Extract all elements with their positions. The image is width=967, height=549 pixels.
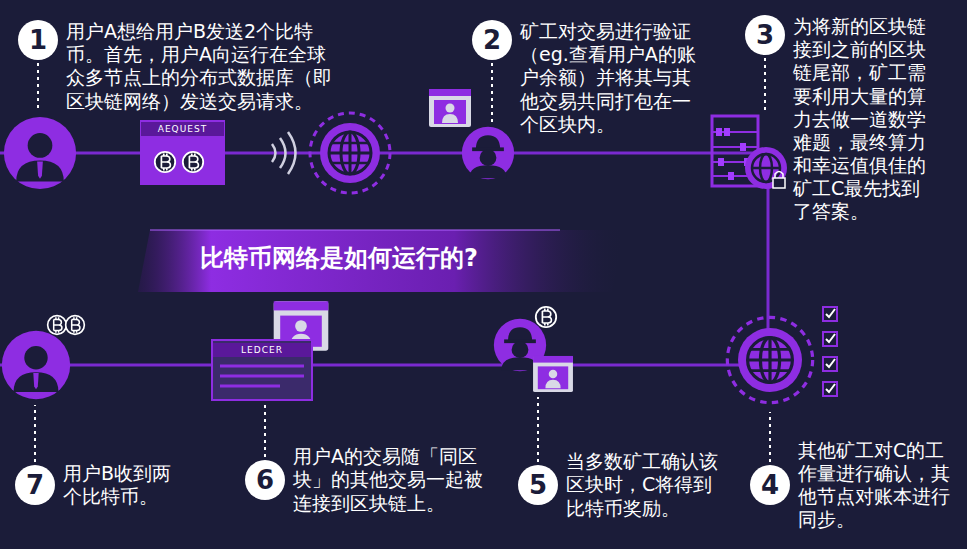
- callout-number: 7: [15, 465, 55, 505]
- miner-icon: [462, 127, 514, 179]
- step-item: 4其他矿工对C的工作量进行确认，其他节点对账本进行同步。: [750, 439, 950, 532]
- screen-card: [533, 356, 573, 392]
- check-mark: [823, 382, 837, 396]
- step-item: 3为将新的区块链接到之前的区块链尾部，矿工需要利用大量的算力去做一道数学难题，最…: [745, 15, 935, 224]
- title-band: [138, 230, 625, 292]
- step-text: 用户B收到两个比特币。: [63, 462, 185, 508]
- step-item: 6用户A的交易随「同区块」的其他交易一起被连接到区块链上。: [245, 445, 500, 515]
- signal-waves: [272, 132, 296, 174]
- step-text: 用户A的交易随「同区块」的其他交易一起被连接到区块链上。: [293, 445, 500, 515]
- callout-number: 1: [18, 20, 58, 60]
- card-label: AEQUEST: [158, 124, 207, 134]
- user-a-icon: [4, 117, 76, 189]
- check-mark: [823, 332, 837, 346]
- band-edge: [150, 230, 560, 231]
- step-item: 2矿工对交易进行验证（eg.查看用户A的账户余额）并将其与其他交易共同打包在一个…: [472, 20, 698, 136]
- callout-number: 3: [745, 15, 785, 55]
- bitcoin-coin: [183, 152, 203, 172]
- flow-line: [0, 153, 768, 365]
- callout-number: 5: [518, 465, 558, 505]
- check-mark: [823, 357, 837, 371]
- locked-globe: [745, 147, 787, 189]
- callout-number: 4: [750, 465, 790, 505]
- step-item: 7用户B收到两个比特币。: [15, 462, 185, 508]
- request-card: [140, 120, 225, 185]
- network-globe: [310, 113, 390, 193]
- ledger-card: [212, 340, 312, 400]
- bitcoin-coin: [536, 307, 556, 327]
- step-text: 为将新的区块链接到之前的区块链尾部，矿工需要利用大量的算力去做一道数学难题，最终…: [793, 15, 935, 224]
- card-label: LEDCER: [241, 345, 283, 355]
- step-item: 5当多数矿工确认该区块时，C将得到比特币奖励。: [518, 450, 728, 520]
- bitcoin-coin: [155, 152, 175, 172]
- leader-lines: [35, 58, 770, 462]
- diagram-title: 比特币网络是如何运行的?: [200, 240, 478, 276]
- step-text: 用户A想给用户B发送2个比特币。首先，用户A向运行在全球众多节点上的分布式数据库…: [66, 20, 336, 113]
- step-text: 矿工对交易进行验证（eg.查看用户A的账户余额）并将其与其他交易共同打包在一个区…: [520, 20, 698, 136]
- step-text: 当多数矿工确认该区块时，C将得到比特币奖励。: [566, 450, 728, 520]
- step-item: 1用户A想给用户B发送2个比特币。首先，用户A向运行在全球众多节点上的分布式数据…: [18, 20, 336, 113]
- screen-card: [429, 89, 471, 127]
- callout-number: 6: [245, 460, 285, 500]
- card-header: LEDCER: [213, 343, 311, 357]
- check-mark: [823, 307, 837, 321]
- user-b-icon: [2, 331, 70, 399]
- callout-number: 2: [472, 20, 512, 60]
- card-header: AEQUEST: [141, 122, 224, 136]
- network-globe: [727, 317, 812, 402]
- bitcoin-coin: [48, 316, 67, 335]
- step-text: 其他矿工对C的工作量进行确认，其他节点对账本进行同步。: [798, 439, 950, 532]
- bitcoin-coin: [66, 316, 85, 335]
- ledger-rows: [220, 366, 304, 386]
